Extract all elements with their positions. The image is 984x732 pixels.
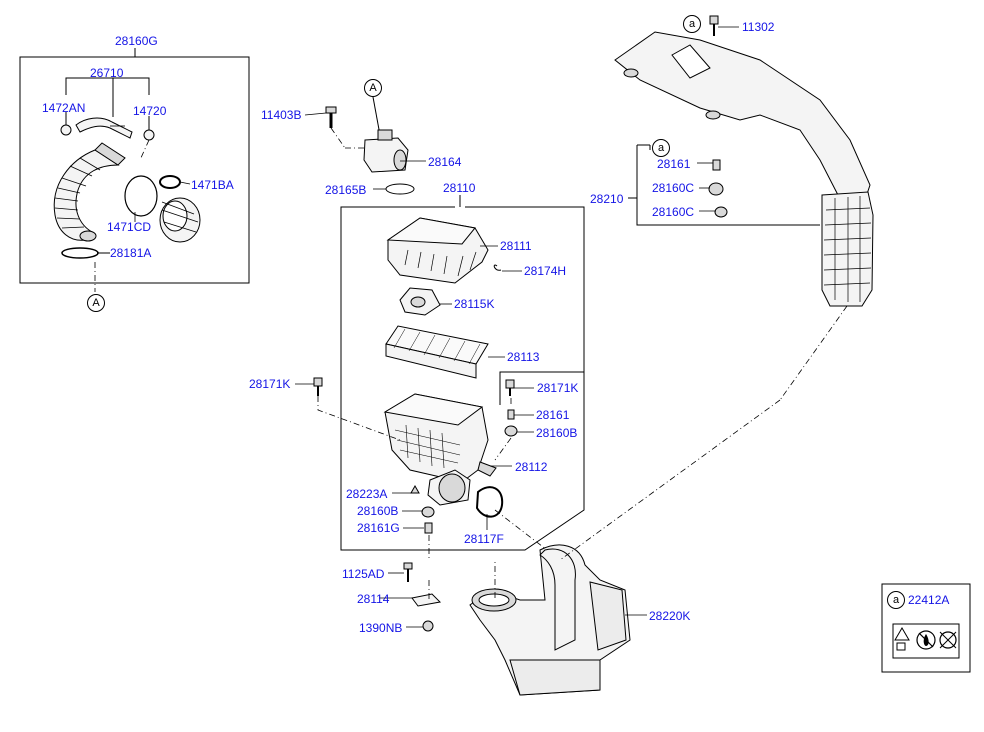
- label-1472AN[interactable]: 1472AN: [42, 101, 86, 115]
- label-28223A[interactable]: 28223A: [346, 487, 388, 501]
- label-28161G[interactable]: 28161G: [357, 521, 400, 535]
- label-28112[interactable]: 28112: [515, 460, 548, 474]
- label-28171K-right[interactable]: 28171K: [537, 381, 579, 395]
- cleaner-body: [383, 393, 497, 506]
- label-28113[interactable]: 28113: [507, 350, 540, 364]
- hose-end: [159, 197, 201, 243]
- label-28165B[interactable]: 28165B: [325, 183, 367, 197]
- label-14720[interactable]: 14720: [133, 104, 167, 118]
- label-1125AD[interactable]: 1125AD: [342, 567, 385, 581]
- no-touch-icon: [939, 631, 957, 649]
- label-28160C-1[interactable]: 28160C: [652, 181, 695, 195]
- air-filter: [385, 325, 489, 379]
- label-28161-top[interactable]: 28161: [657, 157, 691, 171]
- ref-circle-A-bottom: A: [87, 294, 105, 312]
- label-1390NB[interactable]: 1390NB: [359, 621, 403, 635]
- label-11302[interactable]: 11302: [742, 20, 775, 34]
- label-28110[interactable]: 28110: [443, 181, 476, 195]
- label-28210[interactable]: 28210: [590, 192, 624, 206]
- sensor-28164: [363, 129, 409, 173]
- warning-icon: [894, 627, 910, 651]
- label-28114[interactable]: 28114: [357, 592, 390, 606]
- box-22412A: [881, 583, 971, 673]
- label-28111[interactable]: 28111: [500, 239, 532, 253]
- label-11403B[interactable]: 11403B: [261, 108, 302, 122]
- ref-circle-a-top: a: [683, 15, 701, 33]
- cleaner-cover: [386, 217, 489, 284]
- label-28160C-2[interactable]: 28160C: [652, 205, 695, 219]
- label-1471BA[interactable]: 1471BA: [191, 178, 234, 192]
- label-28160G[interactable]: 28160G: [115, 34, 158, 48]
- label-28174H[interactable]: 28174H: [524, 264, 567, 278]
- seal-28117F: [475, 486, 504, 518]
- no-open-flame-icon: [916, 630, 936, 650]
- label-28164[interactable]: 28164: [428, 155, 462, 169]
- intake-hose: [53, 142, 126, 242]
- label-1471CD[interactable]: 1471CD: [107, 220, 152, 234]
- label-28171K-left[interactable]: 28171K: [249, 377, 291, 391]
- label-28117F[interactable]: 28117F: [464, 532, 504, 546]
- ref-circle-A-top: A: [364, 79, 382, 97]
- label-22412A[interactable]: 22412A: [908, 593, 950, 607]
- label-28181A[interactable]: 28181A: [110, 246, 152, 260]
- duct-28210: [614, 31, 874, 307]
- breather-hose: [75, 117, 133, 139]
- label-28161-right[interactable]: 28161: [536, 408, 570, 422]
- label-26710[interactable]: 26710: [90, 66, 124, 80]
- label-28160B-left[interactable]: 28160B: [357, 504, 399, 518]
- label-28160B-right[interactable]: 28160B: [536, 426, 578, 440]
- ref-circle-a-mid: a: [652, 139, 670, 157]
- bolt-11403B: [325, 106, 337, 128]
- label-28220K[interactable]: 28220K: [649, 609, 691, 623]
- label-28115K[interactable]: 28115K: [454, 297, 495, 311]
- ref-circle-a-box: a: [887, 591, 905, 609]
- duct-28220K: [469, 544, 631, 696]
- clamp-ring: [124, 175, 158, 217]
- bracket-28114: [411, 593, 442, 607]
